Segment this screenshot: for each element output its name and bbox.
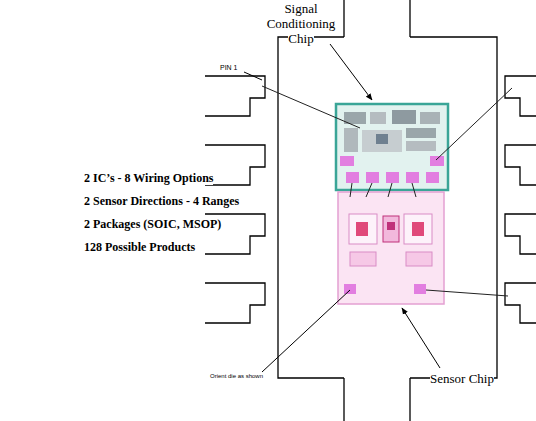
lead-frame bbox=[205, 0, 536, 421]
note-line-text: 128 Possible Products bbox=[84, 240, 195, 254]
note-line: 128 Possible Products bbox=[84, 241, 195, 255]
note-line: 2 Packages (SOIC, MSOP) bbox=[84, 218, 221, 232]
chip-label: Sensor Chip bbox=[430, 372, 494, 387]
note-label-text: Orient die as shown bbox=[210, 373, 263, 379]
note-line: 2 Sensor Directions - 4 Ranges bbox=[84, 195, 239, 209]
signal-conditioning-die bbox=[336, 104, 448, 190]
chip-label-text: Signal Conditioning Chip bbox=[267, 1, 336, 46]
note-line-text: 2 Sensor Directions - 4 Ranges bbox=[84, 194, 239, 208]
note-line-text: 2 Packages (SOIC, MSOP) bbox=[84, 217, 221, 231]
pin-label: PIN 1 bbox=[220, 64, 238, 72]
note-line-text: 2 IC’s - 8 Wiring Options bbox=[84, 171, 213, 185]
sensor-die bbox=[338, 192, 444, 304]
note-label: Orient die as shown bbox=[210, 373, 263, 380]
leader-line bbox=[244, 44, 440, 372]
note-line: 2 IC’s - 8 Wiring Options bbox=[84, 172, 213, 186]
chip-label-text: Sensor Chip bbox=[430, 371, 494, 386]
chip-label: Signal Conditioning Chip bbox=[262, 2, 340, 47]
bond-wire bbox=[262, 86, 512, 296]
pin-label-text: PIN 1 bbox=[220, 64, 238, 71]
